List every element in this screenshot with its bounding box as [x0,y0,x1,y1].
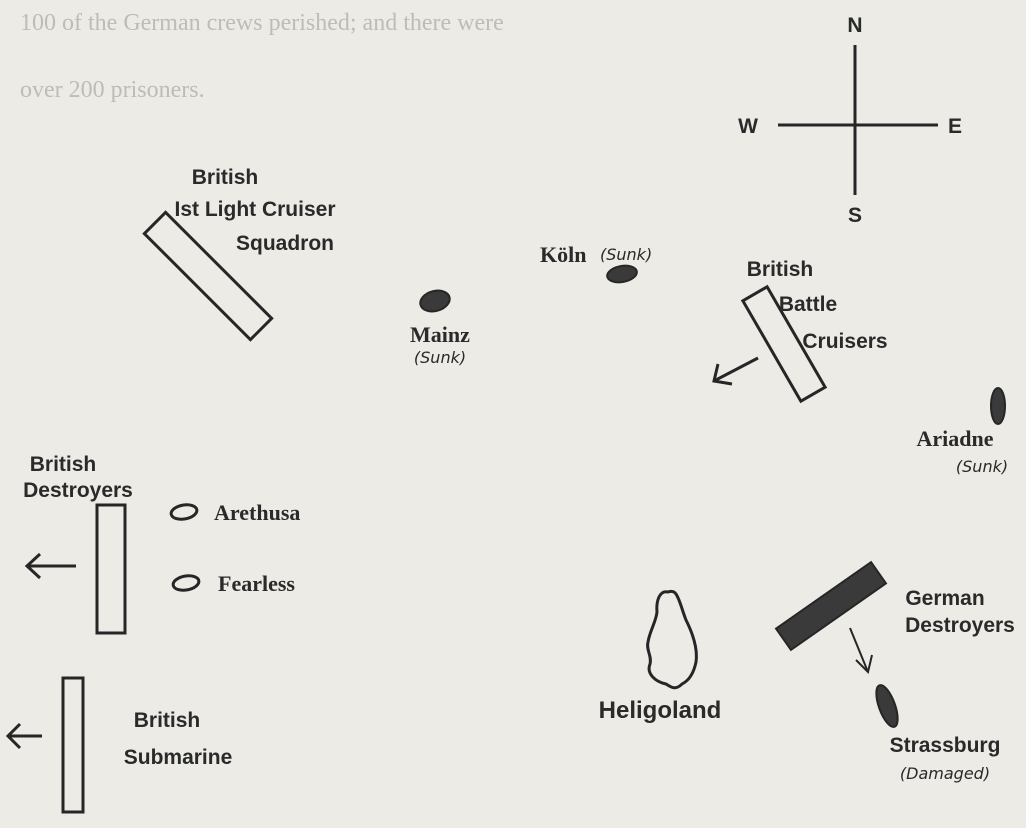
strassburg-status: (Damaged) [900,764,990,783]
background-text-line1: 100 of the German crews perished; and th… [20,10,504,36]
ariadne-ship-marker [990,387,1006,425]
submarine-marker [61,676,85,814]
battle-cruisers-label-3: Cruisers [802,330,887,353]
submarine-label-2: Submarine [124,746,233,769]
german-destroyers-marker [774,560,888,652]
german-destroyers-label-2: Destroyers [905,614,1015,637]
arethusa-label: Arethusa [214,500,300,525]
battle-cruisers-marker [740,284,828,404]
mainz-status: (Sunk) [414,348,466,367]
battle-cruisers-label-2: Battle [779,293,837,316]
fearless-label: Fearless [218,571,295,596]
arrow-south-icon [849,627,873,674]
submarine-label-1: British [134,709,201,732]
koln-label: Köln [540,242,586,267]
koln-status: (Sunk) [600,245,652,264]
compass-north: N [847,14,862,37]
battle-cruisers-label-1: British [747,258,814,281]
compass-rose-icon [778,45,938,195]
light-cruiser-squadron-marker [142,210,274,342]
compass-east: E [948,115,962,138]
fearless-ship-marker [171,574,201,592]
compass-south: S [848,204,862,227]
light-cruiser-label-1: British [192,166,259,189]
strassburg-ship-marker [875,684,899,728]
british-destroyers-marker [95,503,127,635]
strassburg-label: Strassburg [890,734,1001,757]
koln-ship-marker [606,264,638,284]
heligoland-label: Heligoland [599,697,722,724]
ariadne-label: Ariadne [917,426,994,451]
german-destroyers-label-1: German [905,587,984,610]
compass-west: W [738,115,758,138]
background-text-line2: over 200 prisoners. [20,77,205,103]
arethusa-ship-marker [169,503,199,521]
heligoland-island [646,589,698,690]
arrow-west-icon [5,722,42,750]
mainz-label: Mainz [410,322,470,347]
arrow-southwest-icon [712,356,759,386]
light-cruiser-label-2: Ist Light Cruiser [174,198,335,221]
light-cruiser-label-3: Squadron [236,232,334,255]
arrow-west-icon [24,552,76,580]
mainz-ship-marker [419,289,451,313]
british-destroyers-label-1: British [30,453,97,476]
british-destroyers-label-2: Destroyers [23,479,133,502]
ariadne-status: (Sunk) [956,457,1008,476]
